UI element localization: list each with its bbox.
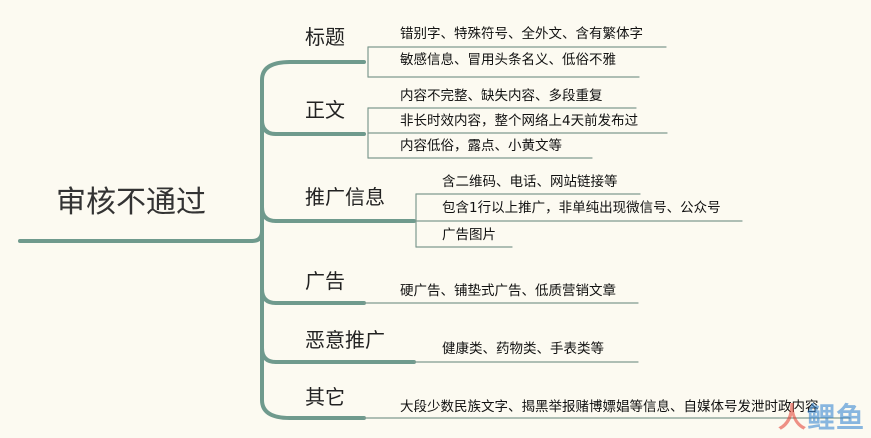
main-spine <box>260 60 292 420</box>
category-malicious-promotion: 恶意推广 <box>305 328 385 352</box>
leaf-promotion-3: 广告图片 <box>442 227 496 243</box>
leaf-promotion-2: 包含1行以上推广，非单纯出现微信号、公众号 <box>442 200 721 216</box>
leaf-ads-1: 硬广告、铺垫式广告、低质营销文章 <box>400 283 616 299</box>
category-promotion: 推广信息 <box>305 185 385 209</box>
leaf-body-3: 内容低俗，露点、小黄文等 <box>400 138 562 154</box>
connector-body <box>260 118 278 136</box>
connector-ads <box>260 287 278 305</box>
leaf-body-1: 内容不完整、缺失内容、多段重复 <box>400 88 603 104</box>
leaf-promotion-1: 含二维码、电话、网站链接等 <box>442 174 618 190</box>
leaf-malicious-1: 健康类、药物类、手表类等 <box>442 341 604 357</box>
connector-promotion <box>260 205 278 223</box>
category-other: 其它 <box>305 385 345 409</box>
leaf-body-2: 非长时效内容，整个网络上4天前发布过 <box>400 113 639 129</box>
watermark-logo: 人鲤鱼 <box>777 401 865 434</box>
leaf-title-1: 错别字、特殊符号、全外文、含有繁体字 <box>400 26 643 42</box>
category-ads: 广告 <box>305 269 345 293</box>
connector-malicious <box>260 346 278 364</box>
category-body: 正文 <box>305 98 345 122</box>
category-title: 标题 <box>305 25 345 49</box>
root-node: 审核不通过 <box>56 185 206 220</box>
leaf-title-2: 敏感信息、冒用头条名义、低俗不雅 <box>400 52 616 68</box>
leaf-other-1: 大段少数民族文字、揭黑举报赌博嫖娼等信息、自媒体号发泄时政内容 <box>400 399 819 415</box>
